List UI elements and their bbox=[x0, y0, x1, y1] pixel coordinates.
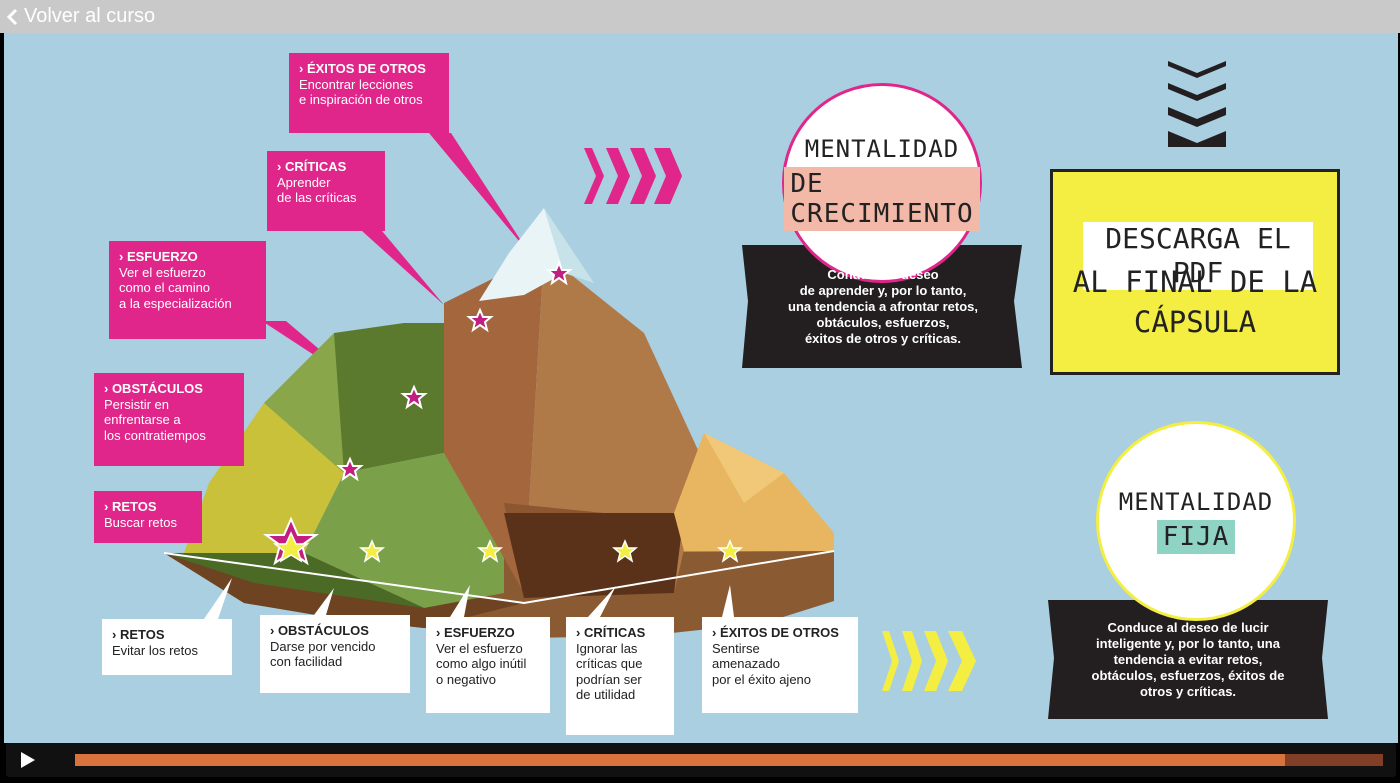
card-body: Ignorar las críticas que podrían ser de … bbox=[576, 640, 643, 703]
star-icon bbox=[272, 531, 310, 563]
fixed-mindset-badge: MENTALIDAD FIJA bbox=[1096, 421, 1296, 621]
card-pointer bbox=[450, 585, 470, 617]
star-icon bbox=[358, 539, 386, 563]
card-exitos-de-otros-growth: › ÉXITOS DE OTROS Encontrar lecciones e … bbox=[289, 53, 449, 133]
chevrons-down-icon bbox=[1168, 61, 1226, 147]
star-icon bbox=[545, 260, 573, 286]
card-body: Aprender de las críticas bbox=[277, 174, 357, 206]
fixed-subtitle: FIJA bbox=[1156, 520, 1236, 554]
mountain-face bbox=[504, 513, 684, 598]
fixed-title: MENTALIDAD bbox=[1118, 488, 1274, 516]
card-retos-fixed: › RETOS Evitar los retos bbox=[102, 619, 232, 675]
play-icon[interactable] bbox=[20, 751, 36, 769]
progress-bar[interactable] bbox=[75, 754, 1383, 766]
video-controls bbox=[6, 743, 1396, 777]
card-title: › ÉXITOS DE OTROS bbox=[299, 61, 426, 76]
chevrons-right-icon bbox=[882, 631, 976, 691]
card-pointer bbox=[588, 586, 616, 617]
card-body: Darse por vencido con facilidad bbox=[270, 638, 376, 670]
top-bar: Volver al curso bbox=[0, 0, 1400, 33]
star-icon bbox=[611, 539, 639, 563]
hill-face bbox=[334, 323, 464, 473]
card-title: › RETOS bbox=[112, 627, 165, 642]
card-body: Ver el esfuerzo como algo inútil o negat… bbox=[436, 640, 527, 687]
download-pdf-box: DESCARGA EL PDF AL FINAL DE LA CÁPSULA bbox=[1050, 169, 1340, 375]
card-criticas-fixed: › CRÍTICAS Ignorar las críticas que podr… bbox=[566, 617, 674, 735]
star-icon bbox=[716, 539, 744, 563]
progress-played bbox=[75, 754, 1285, 766]
card-exitos-de-otros-fixed: › ÉXITOS DE OTROS Sentirse amenazado por… bbox=[702, 617, 858, 713]
card-title: › ESFUERZO bbox=[436, 625, 515, 640]
chevron-left-icon bbox=[6, 8, 18, 25]
hill-face bbox=[164, 553, 424, 608]
card-title: › CRÍTICAS bbox=[576, 625, 646, 640]
mountain-face bbox=[704, 433, 784, 503]
card-pointer bbox=[362, 231, 444, 305]
ground-line bbox=[163, 550, 835, 605]
card-pointer bbox=[722, 585, 734, 617]
card-title: › OBSTÁCULOS bbox=[104, 381, 203, 396]
card-esfuerzo-fixed: › ESFUERZO Ver el esfuerzo como algo inú… bbox=[426, 617, 550, 713]
hill-face bbox=[304, 453, 504, 608]
growth-desc-box bbox=[742, 245, 1022, 368]
card-title: › ÉXITOS DE OTROS bbox=[712, 625, 839, 640]
mountain-face bbox=[524, 253, 704, 593]
card-title: › RETOS bbox=[104, 499, 157, 514]
card-body: Encontrar lecciones e inspiración de otr… bbox=[299, 76, 423, 108]
card-title: › CRÍTICAS bbox=[277, 159, 347, 174]
card-pointer bbox=[429, 133, 529, 253]
card-esfuerzo-growth: › ESFUERZO Ver el esfuerzo como el camin… bbox=[109, 241, 266, 339]
star-icon bbox=[336, 456, 364, 482]
fixed-description: Conduce al deseo de lucir inteligente y,… bbox=[1091, 620, 1285, 699]
card-criticas-growth: › CRÍTICAS Aprender de las críticas bbox=[267, 151, 385, 231]
card-body: Buscar retos bbox=[104, 514, 177, 530]
card-body: Evitar los retos bbox=[112, 642, 198, 658]
snow-cap bbox=[479, 208, 564, 301]
growth-subtitle: DE CRECIMIENTO bbox=[784, 167, 980, 231]
back-label: Volver al curso bbox=[24, 5, 156, 27]
pdf-line-1: DESCARGA EL PDF bbox=[1083, 222, 1313, 290]
growth-mindset-badge: MENTALIDAD DE CRECIMIENTO bbox=[782, 83, 982, 283]
star-icon bbox=[400, 384, 428, 410]
card-obstaculos-growth: › OBSTÁCULOS Persistir en enfrentarse a … bbox=[94, 373, 244, 466]
card-pointer bbox=[314, 588, 334, 615]
pdf-line-2: AL FINAL DE LA CÁPSULA bbox=[1072, 265, 1318, 339]
video-frame[interactable]: › ÉXITOS DE OTROS Encontrar lecciones e … bbox=[4, 33, 1398, 743]
card-retos-growth: › RETOS Buscar retos bbox=[94, 491, 202, 543]
star-icon bbox=[476, 539, 504, 563]
growth-title: MENTALIDAD bbox=[804, 135, 960, 163]
snow-cap bbox=[544, 208, 594, 283]
card-body: Ver el esfuerzo como el camino a la espe… bbox=[119, 264, 232, 311]
star-icon bbox=[466, 307, 494, 333]
card-body: Persistir en enfrentarse a los contratie… bbox=[104, 396, 206, 443]
card-title: › ESFUERZO bbox=[119, 249, 198, 264]
fixed-desc-box bbox=[1048, 600, 1328, 719]
back-to-course-link[interactable]: Volver al curso bbox=[6, 0, 155, 33]
card-obstaculos-fixed: › OBSTÁCULOS Darse por vencido con facil… bbox=[260, 615, 410, 693]
chevrons-right-icon bbox=[584, 148, 682, 204]
growth-description: Conduce al deseo de aprender y, por lo t… bbox=[788, 267, 978, 346]
card-body: Sentirse amenazado por el éxito ajeno bbox=[712, 640, 812, 687]
card-pointer bbox=[204, 578, 232, 619]
card-title: › OBSTÁCULOS bbox=[270, 623, 369, 638]
